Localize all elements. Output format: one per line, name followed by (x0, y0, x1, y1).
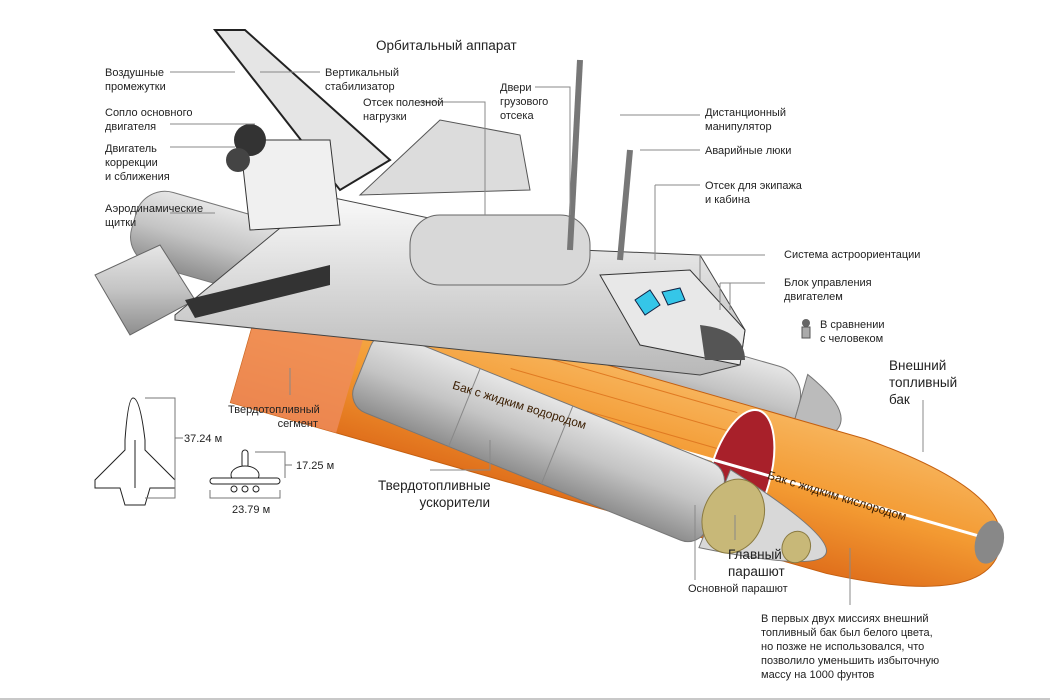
label-emergency-hatches: Аварийные люки (705, 145, 792, 157)
label-cargo-doors: Двери грузового отсека (500, 82, 549, 122)
dimension-lines (145, 397, 292, 499)
label-air-gaps: Воздушные промежутки (105, 67, 166, 93)
label-external-tank: Внешний топливный бак (889, 358, 958, 407)
label-boosters: Твердотопливные ускорители (378, 478, 491, 510)
orbiter (174, 29, 746, 376)
label-solid-segment: Твердотопливный сегмент (228, 404, 320, 430)
label-human-compare: В сравнении с человеком (820, 319, 885, 345)
label-main-parachute: Главный парашют (728, 547, 785, 579)
label-oms-engine: Двигатель коррекции и сближения (105, 143, 170, 183)
dimension-length: 37.24 м (184, 433, 223, 445)
label-aero-flaps: Аэродинамические щитки (105, 203, 204, 229)
title: Орбитальный аппарат (376, 38, 517, 53)
dimension-wingspan: 23.79 м (232, 504, 271, 516)
front-view-outline (209, 449, 281, 493)
label-star-tracker: Система астроориентации (784, 249, 921, 261)
leader-lines (170, 71, 924, 605)
label-engine-control: Блок управления двигателем (784, 277, 872, 303)
label-primary-parachute: Основной парашют (688, 583, 788, 595)
front-booster (352, 332, 827, 564)
label-main-engine-nozzle: Сопло основного двигателя (105, 107, 193, 133)
label-tank-note: В первых двух миссиях внешний топливный … (761, 613, 940, 681)
label-payload-bay: Отсек полезной нагрузки (363, 97, 444, 123)
top-view-outline (94, 397, 176, 506)
label-crew-cabin: Отсек для экипажа и кабина (705, 180, 802, 206)
human-figure-icon (801, 319, 811, 339)
dimension-height: 17.25 м (296, 460, 335, 472)
label-manipulator: Дистанционный манипулятор (705, 107, 786, 133)
label-vertical-stabilizer: Вертикальный стабилизатор (325, 67, 399, 93)
